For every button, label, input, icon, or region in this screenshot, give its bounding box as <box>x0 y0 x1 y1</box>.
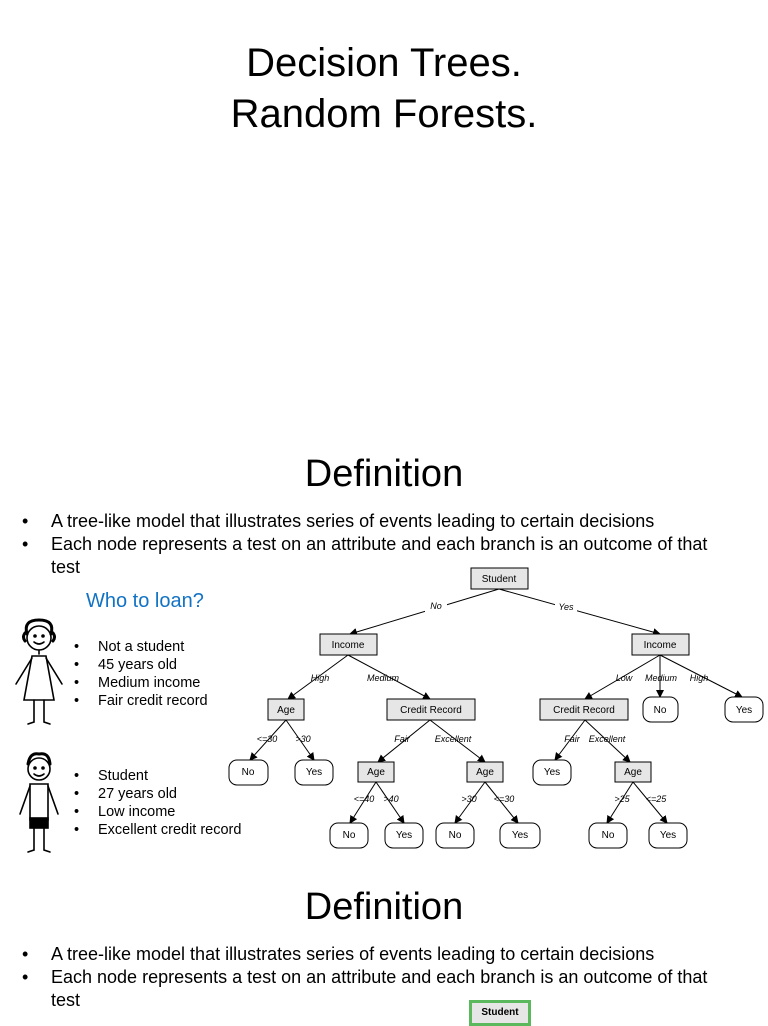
tree-leaf-no <box>588 822 628 849</box>
leaf-label-yes: Yes <box>306 767 322 778</box>
leaf-label-no: No <box>654 705 667 716</box>
edge-label-high: High <box>690 673 709 683</box>
definition-bullets: A tree-like model that illustrates serie… <box>22 943 732 1012</box>
title-line-2: Random Forests. <box>230 92 538 136</box>
edge-label-gt40: >40 <box>383 794 398 804</box>
leaf-label-yes: Yes <box>544 767 560 778</box>
tree-leaf-yes <box>384 822 424 849</box>
bullet-item: Each node represents a test on an attrib… <box>22 533 732 579</box>
edge-label-le30: <=30 <box>494 794 515 804</box>
person2-attr: Low income <box>74 803 241 821</box>
leaf-label-no: No <box>242 767 255 778</box>
tree-leaf-yes <box>648 822 688 849</box>
tree-leaf-yes <box>724 696 764 723</box>
person1-attr: Not a student <box>74 638 208 656</box>
node-label-student: Student <box>482 574 517 585</box>
person2-attr: Excellent credit record <box>74 821 241 839</box>
edge-label-no: No <box>430 601 442 611</box>
person-man-illustration <box>19 752 59 853</box>
edge-label-high: High <box>311 673 330 683</box>
tree-node-credit-right <box>539 698 629 721</box>
definition-bullets: A tree-like model that illustrates serie… <box>22 510 732 579</box>
edge-label-fair: Fair <box>394 734 411 744</box>
leaf-label-yes: Yes <box>396 830 412 841</box>
tree-leaf-no <box>642 696 679 723</box>
tree-leaf-no <box>435 822 475 849</box>
edge-label-excellent: Excellent <box>589 734 626 744</box>
tree-node-age-mid1 <box>357 761 395 783</box>
edge-label-le40: <=40 <box>354 794 375 804</box>
person1-attributes: Not a student 45 years old Medium income… <box>74 638 208 710</box>
edge-label-gt30: >30 <box>461 794 476 804</box>
leaf-label-yes: Yes <box>512 830 528 841</box>
node-label-age: Age <box>476 767 494 778</box>
edge-label-fair: Fair <box>564 734 581 744</box>
person1-attr: Medium income <box>74 674 208 692</box>
decision-tree-diagram: No Yes High Medium Low Medium High <=30 … <box>228 567 764 849</box>
slide-title: Decision Trees. Random Forests. <box>0 38 768 140</box>
edge-label-le30: <=30 <box>257 734 278 744</box>
node-label-income: Income <box>644 640 677 651</box>
leaf-label-no: No <box>343 830 356 841</box>
edge-label-le25: <=25 <box>646 794 668 804</box>
tree-leaf-no <box>228 759 269 786</box>
tree-leaf-yes <box>532 759 572 786</box>
definition-heading: Definition <box>304 453 464 495</box>
leaf-label-yes: Yes <box>660 830 676 841</box>
edge-label-yes: Yes <box>558 602 574 612</box>
tree-node-income-right <box>631 633 690 656</box>
edge-label-gt25: >25 <box>614 794 630 804</box>
tree-node-credit-mid <box>386 698 476 721</box>
tree-node-age-left <box>267 698 305 721</box>
node-label-age: Age <box>277 705 295 716</box>
tree-node-student-highlighted: Student <box>469 1000 531 1026</box>
tree-leaf-yes <box>499 822 541 849</box>
edge-label-gt30: >30 <box>295 734 310 744</box>
node-label-income: Income <box>332 640 365 651</box>
tree-node-age-right <box>614 761 652 783</box>
tree-leaf-no <box>329 822 369 849</box>
bullet-item: A tree-like model that illustrates serie… <box>22 943 732 966</box>
title-line-1: Decision Trees. <box>246 41 522 85</box>
leaf-label-no: No <box>602 830 615 841</box>
edge-label-medium: Medium <box>645 673 678 683</box>
tree-node-student <box>470 567 529 590</box>
person1-attr: Fair credit record <box>74 692 208 710</box>
person2-attr: 27 years old <box>74 785 241 803</box>
who-to-loan-label: Who to loan? <box>86 590 204 612</box>
bullet-item: A tree-like model that illustrates serie… <box>22 510 732 533</box>
edge-label-low: Low <box>616 673 633 683</box>
node-label-credit-record: Credit Record <box>400 705 462 716</box>
node-label-age: Age <box>367 767 385 778</box>
tree-node-income-left <box>319 633 378 656</box>
bullet-item: Each node represents a test on an attrib… <box>22 966 732 1012</box>
person1-attr: 45 years old <box>74 656 208 674</box>
node-label-credit-record: Credit Record <box>553 705 615 716</box>
tree-leaf-yes <box>294 759 334 786</box>
tree-node-age-mid2 <box>466 761 504 783</box>
node-label-age: Age <box>624 767 642 778</box>
person2-attributes: Student 27 years old Low income Excellen… <box>74 767 241 839</box>
leaf-label-no: No <box>449 830 462 841</box>
edge-label-excellent: Excellent <box>435 734 472 744</box>
leaf-label-yes: Yes <box>736 705 752 716</box>
edge-label-medium: Medium <box>367 673 400 683</box>
definition-heading: Definition <box>304 886 464 928</box>
person2-attr: Student <box>74 767 241 785</box>
person-woman-illustration <box>15 618 63 725</box>
